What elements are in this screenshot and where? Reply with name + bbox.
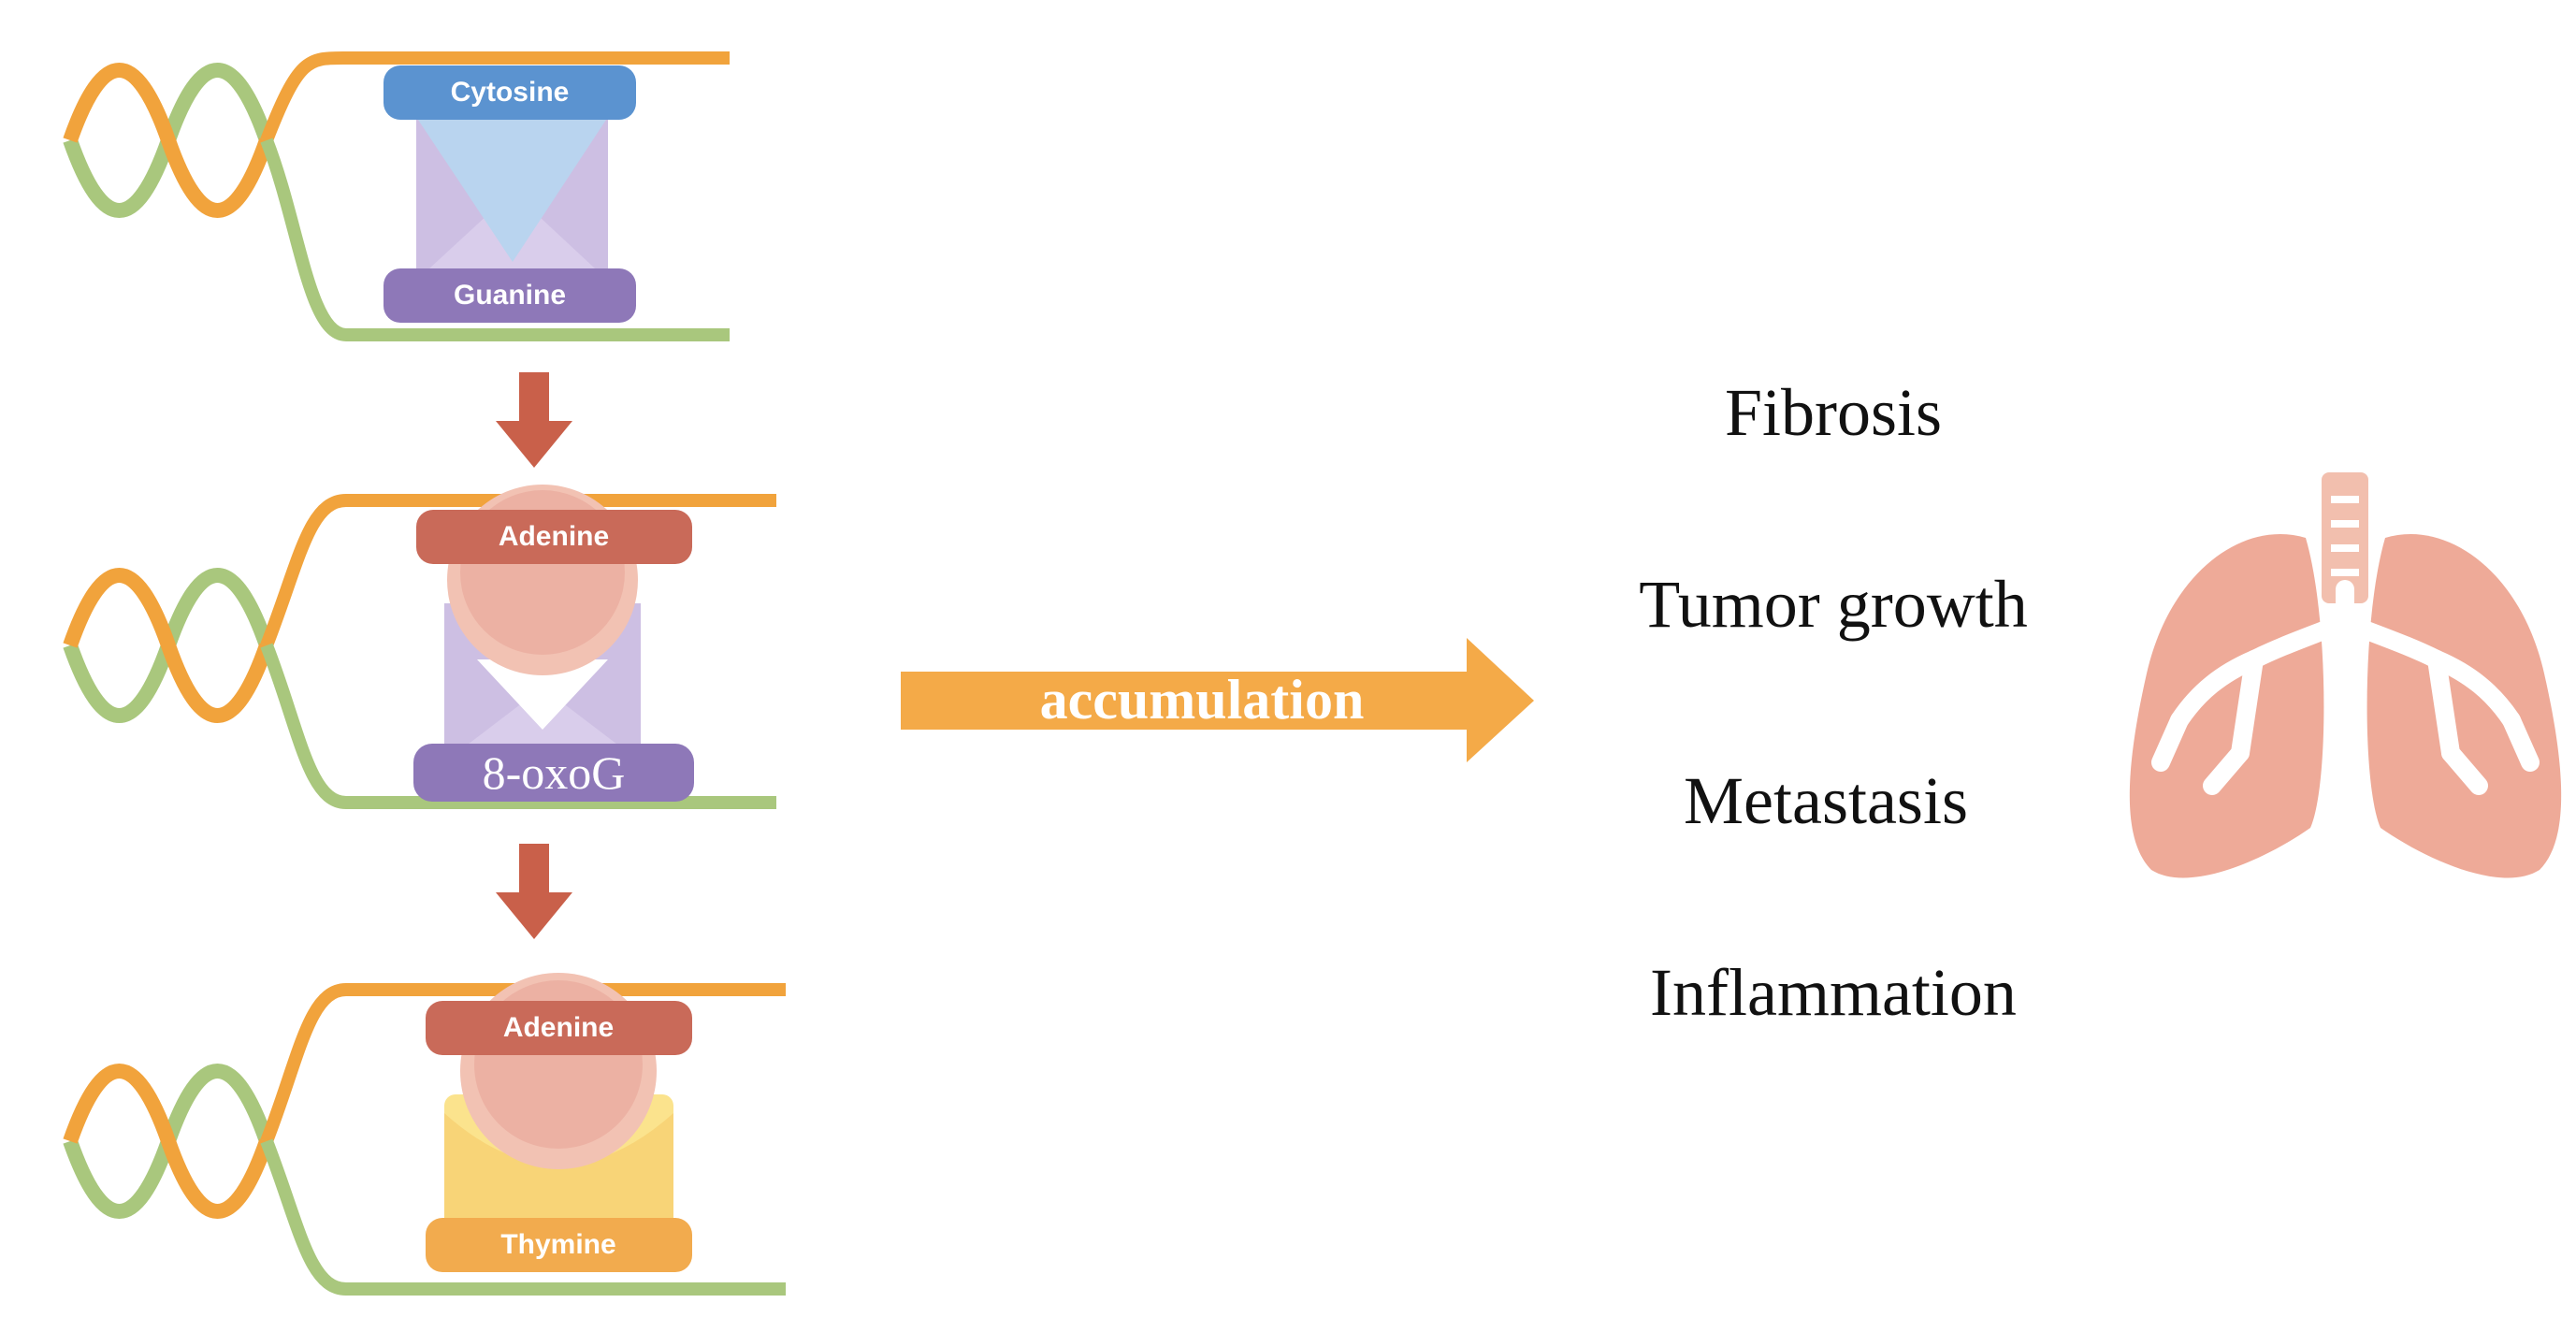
pair-wedge <box>416 117 608 262</box>
dna-panel-1: Cytosine Guanine <box>63 51 730 341</box>
dna-panel-3: Adenine Thymine <box>63 973 786 1296</box>
dna-panel-2: Adenine 8-oxoG <box>63 485 776 809</box>
base-guanine-pill <box>384 268 636 323</box>
outcome-list: Fibrosis Tumor growth Metastasis Inflamm… <box>1639 375 2027 1030</box>
accumulation-arrow-head <box>1467 638 1534 762</box>
base-cytosine-pill <box>384 65 636 120</box>
bottom-strand <box>260 138 730 341</box>
top-strand <box>260 983 786 1144</box>
top-strand <box>260 494 776 648</box>
accumulation-arrow-shaft <box>901 672 1476 730</box>
bottom-strand <box>260 643 776 809</box>
accumulation-arrow: accumulation <box>901 638 1534 762</box>
dna-helix-icon <box>63 568 274 723</box>
outcome-inflammation: Inflammation <box>1650 955 2017 1030</box>
outcome-metastasis: Metastasis <box>1684 763 1968 838</box>
base-adenine-pill <box>426 1001 692 1055</box>
base-guanine-label: Guanine <box>454 280 566 311</box>
base-adenine-pill <box>416 510 692 564</box>
base-adenine-label: Adenine <box>503 1012 614 1043</box>
outcome-tumor-growth: Tumor growth <box>1639 567 2027 642</box>
base-cytosine-label: Cytosine <box>451 77 570 108</box>
pair-thymine-cup <box>444 1113 673 1235</box>
top-strand <box>260 51 730 143</box>
dna-helix-icon <box>63 1064 274 1219</box>
base-thymine-pill <box>426 1218 692 1272</box>
arrow-down-icon <box>496 844 572 939</box>
lungs-icon <box>2129 472 2562 878</box>
arrow-down-icon <box>496 372 572 468</box>
base-8-oxog-label: 8-oxoG <box>483 746 626 799</box>
outcome-fibrosis: Fibrosis <box>1725 375 1942 450</box>
pair-notch-white <box>477 659 608 730</box>
dna-helix-icon <box>63 63 274 218</box>
bottom-strand <box>260 1138 786 1296</box>
base-thymine-label: Thymine <box>500 1229 615 1260</box>
base-adenine-label: Adenine <box>499 521 609 552</box>
accumulation-label: accumulation <box>1040 669 1365 731</box>
base-8-oxog-pill <box>413 744 694 802</box>
